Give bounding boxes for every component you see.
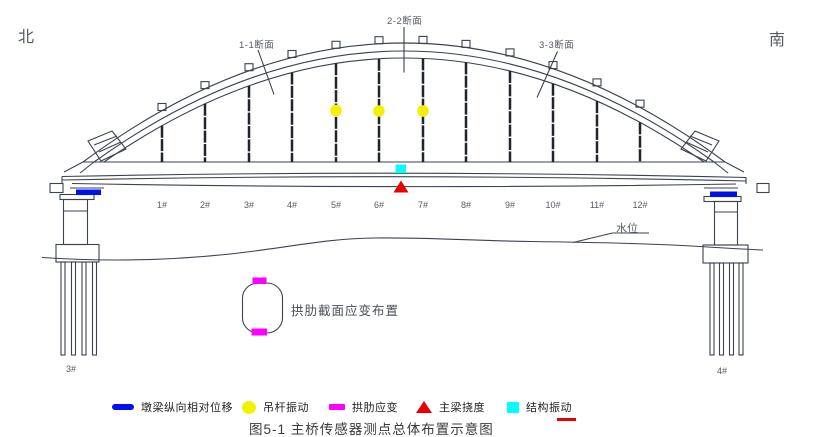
arch-top-block bbox=[200, 81, 210, 90]
sensor-markers bbox=[76, 104, 737, 336]
legend-label: 主梁挠度 bbox=[439, 402, 485, 414]
arch-rib-cross-section bbox=[241, 282, 284, 334]
hanger-label: 3# bbox=[243, 200, 255, 210]
pier-label-left: 3# bbox=[66, 364, 77, 374]
legend-label: 拱肋应变 bbox=[352, 402, 398, 414]
water-level-label: 水位 bbox=[616, 223, 638, 235]
section-cut-lines bbox=[257, 27, 559, 98]
hanger-label: 9# bbox=[504, 200, 516, 210]
structural-vibration-marker bbox=[395, 164, 406, 173]
legend-label: 结构振动 bbox=[526, 402, 572, 414]
caption-red-mark bbox=[557, 418, 576, 421]
hanger-label: 1# bbox=[156, 200, 168, 210]
legend-label: 墩梁纵向相对位移 bbox=[141, 402, 233, 414]
hanger-label: 4# bbox=[286, 200, 298, 210]
arch-strain-marker-top bbox=[252, 277, 267, 284]
girder-deflection-marker bbox=[393, 180, 409, 193]
cross-section-label: 拱肋截面应变布置 bbox=[291, 304, 400, 318]
legend-item: 主梁挠度 bbox=[416, 398, 485, 416]
arch-strain-marker bbox=[329, 404, 345, 410]
hanger-vibration-marker-5 bbox=[330, 104, 342, 117]
hanger-vibration-marker-7 bbox=[417, 105, 429, 117]
arch-top-block bbox=[418, 35, 428, 44]
arch-top-block bbox=[461, 39, 471, 48]
section-1-1-label: 1-1断面 bbox=[239, 40, 275, 51]
legend-item: 吊杆振动 bbox=[242, 398, 309, 416]
hanger-label: 7# bbox=[417, 200, 429, 210]
hanger-label: 11# bbox=[589, 200, 605, 210]
arch-top-block bbox=[287, 49, 297, 59]
section-2-2-label: 2-2断面 bbox=[387, 16, 423, 27]
compass-south-label: 南 bbox=[769, 32, 786, 49]
pier-right bbox=[702, 195, 749, 356]
arch-top-block bbox=[157, 102, 167, 112]
pier-displacement-marker bbox=[112, 404, 134, 410]
arch-top-block bbox=[374, 36, 384, 45]
section-3-3-line bbox=[536, 51, 559, 98]
arch-top-block bbox=[505, 48, 515, 57]
arch-top-block bbox=[592, 78, 602, 87]
main-girder bbox=[49, 172, 770, 194]
compass-north-label: 北 bbox=[18, 29, 35, 46]
legend: 墩梁纵向相对位移 吊杆振动 拱肋应变 主梁挠度 结构振动 bbox=[0, 398, 821, 418]
arch-top-block bbox=[635, 99, 645, 108]
girder-deflection-marker bbox=[416, 401, 432, 413]
legend-item: 墩梁纵向相对位移 bbox=[112, 398, 233, 416]
arch-strain-marker-bottom bbox=[251, 328, 267, 336]
hanger-label: 10# bbox=[545, 200, 561, 210]
section-3-3-label: 3-3断面 bbox=[539, 40, 575, 51]
structural-vibration-marker bbox=[507, 401, 519, 413]
legend-item: 拱肋应变 bbox=[329, 398, 398, 416]
pier-left bbox=[55, 193, 100, 356]
legend-label: 吊杆振动 bbox=[263, 402, 309, 414]
section-1-1-line bbox=[257, 49, 275, 95]
springing-left bbox=[63, 130, 127, 174]
springing-right bbox=[680, 130, 745, 174]
hanger-lines bbox=[157, 35, 645, 162]
legend-item: 结构振动 bbox=[507, 398, 572, 416]
hanger-label: 2# bbox=[199, 200, 211, 210]
hanger-label: 12# bbox=[632, 200, 648, 210]
hanger-vibration-marker-6 bbox=[373, 105, 385, 117]
hanger-label: 5# bbox=[330, 200, 342, 210]
arch-top-block bbox=[244, 63, 254, 72]
bearing-displacement-marker-left bbox=[76, 189, 101, 195]
hanger-label: 6# bbox=[373, 200, 385, 210]
pier-label-right: 4# bbox=[717, 366, 728, 376]
hanger-vibration-marker bbox=[242, 400, 256, 414]
arch-top-block bbox=[331, 40, 341, 49]
water-line bbox=[41, 232, 764, 261]
arch-inner-line bbox=[103, 57, 705, 163]
hanger-label: 8# bbox=[460, 200, 472, 210]
bearing-displacement-marker-right bbox=[710, 191, 737, 197]
